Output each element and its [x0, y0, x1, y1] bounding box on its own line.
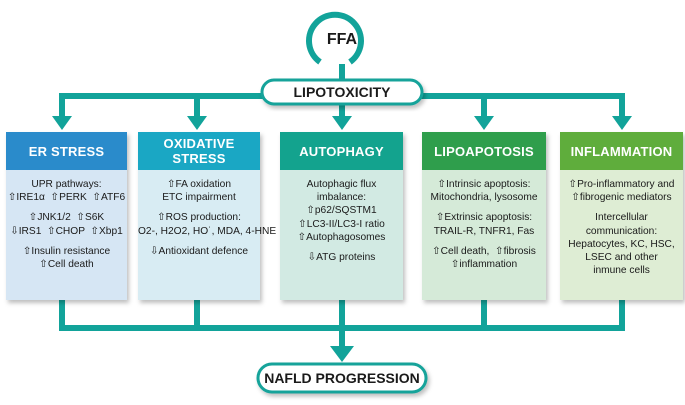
body-line: ⇧Intrinsic apoptosis:: [437, 179, 531, 190]
body-line: imbalance:: [316, 192, 367, 204]
body-line: Autophagic flux: [306, 179, 377, 190]
spacer: [560, 204, 683, 211]
body-line: communication:: [585, 225, 658, 237]
body-line: Mitochondria, lysosome: [430, 192, 538, 204]
lipotoxicity-label: LIPOTOXICITY: [293, 84, 391, 100]
autophagy-header-bar: [280, 132, 403, 170]
spacer: [138, 238, 260, 245]
body-line: ⇩Antioxidant defence: [149, 245, 249, 257]
inflammation-header: INFLAMMATION: [570, 143, 673, 159]
spacer: [422, 204, 546, 211]
nafld-box: [256, 362, 428, 394]
body-line: ⇩ATG proteins: [307, 252, 376, 264]
lipoapotosis-body: ⇧Intrinsic apoptosis: Mitochondria, lysos…: [422, 170, 546, 308]
columns-layer: [6, 132, 683, 300]
body-line: ⇧fibrogenic mediators: [571, 192, 672, 204]
body-line: Hepatocytes, KC, HSC,: [568, 238, 675, 250]
arrow-to-er-stress: [52, 116, 72, 130]
arrow-to-inflammation: [612, 116, 632, 130]
body-line: ⇧Cell death, ⇧fibrosis: [432, 245, 536, 257]
body-line: TRAIL-R, TNFR1, Fas: [433, 225, 535, 237]
nafld-progression-label: NAFLD PROGRESSION: [264, 370, 420, 386]
body-line: ⇧IRE1α ⇧PERK ⇧ATF6: [7, 192, 126, 204]
body-line: ⇧Insulin resistance: [22, 245, 111, 257]
spacer: [280, 244, 403, 251]
spacer: [6, 204, 127, 211]
body-line: ⇧LC3-II/LC3-I ratio: [298, 218, 385, 230]
ffa-label: FFA: [326, 31, 358, 48]
body-line: inmune cells: [593, 265, 650, 277]
body-line: LSEC and other: [585, 252, 658, 264]
oxidative-stress-header-bar: [138, 132, 260, 170]
arrow-to-autophagy: [332, 116, 352, 130]
er-stress-header: ER STRESS: [28, 143, 105, 159]
body-line: ETC impairment: [162, 192, 236, 204]
spacer: [138, 204, 260, 211]
body-line: ⇧p62/SQSTM1: [306, 205, 377, 217]
body-line: ⇧Cell death: [39, 259, 94, 271]
er-stress-body: UPR pathways: ⇧IRE1α ⇧PERK ⇧ATF6 ⇧JNK1/2 ⇧…: [6, 170, 127, 308]
spacer: [6, 238, 127, 245]
inflammation-body: ⇧Pro-inflammatory and ⇧fibrogenic mediato…: [560, 170, 683, 308]
lipotoxicity-box: [260, 78, 424, 106]
spacer: [422, 238, 546, 245]
oxidative-stress-header: OXIDATIVE STRESS: [163, 136, 235, 166]
arrow-to-lipoapotosis: [474, 116, 494, 130]
body-line: ⇧inflammation: [450, 259, 518, 271]
inflammation-header-bar: [560, 132, 683, 170]
body-line: ⇧Autophagosomes: [297, 231, 386, 243]
autophagy-body: Autophagic flux imbalance:⇧p62/SQSTM1⇧LC3…: [280, 170, 403, 308]
arrow-to-oxidative-stress: [187, 116, 207, 130]
lipoapotosis-header: LIPOAPOTOSIS: [434, 143, 534, 159]
body-line: ⇧Pro-inflammatory and: [568, 179, 675, 190]
body-line: ⇧ROS production:: [157, 212, 241, 224]
arrow-to-nafld: [330, 346, 354, 362]
body-line: ⇧JNK1/2 ⇧S6K: [28, 212, 105, 224]
body-line: ⇧Extrinsic apoptosis:: [435, 212, 533, 224]
lipoapotosis-header-bar: [422, 132, 546, 170]
ffa-ring: [306, 11, 364, 65]
body-line: ⇧FA oxidation: [166, 179, 232, 190]
body-line: O2-, H2O2, HO˙, MDA, 4-HNE: [138, 225, 277, 237]
body-line: Intercellular: [595, 212, 648, 224]
er-stress-header-bar: [6, 132, 127, 170]
body-line: ⇩IRS1 ⇧CHOP ⇧Xbp1: [10, 225, 123, 237]
autophagy-header: AUTOPHAGY: [299, 143, 384, 159]
body-line: UPR pathways:: [31, 179, 102, 190]
